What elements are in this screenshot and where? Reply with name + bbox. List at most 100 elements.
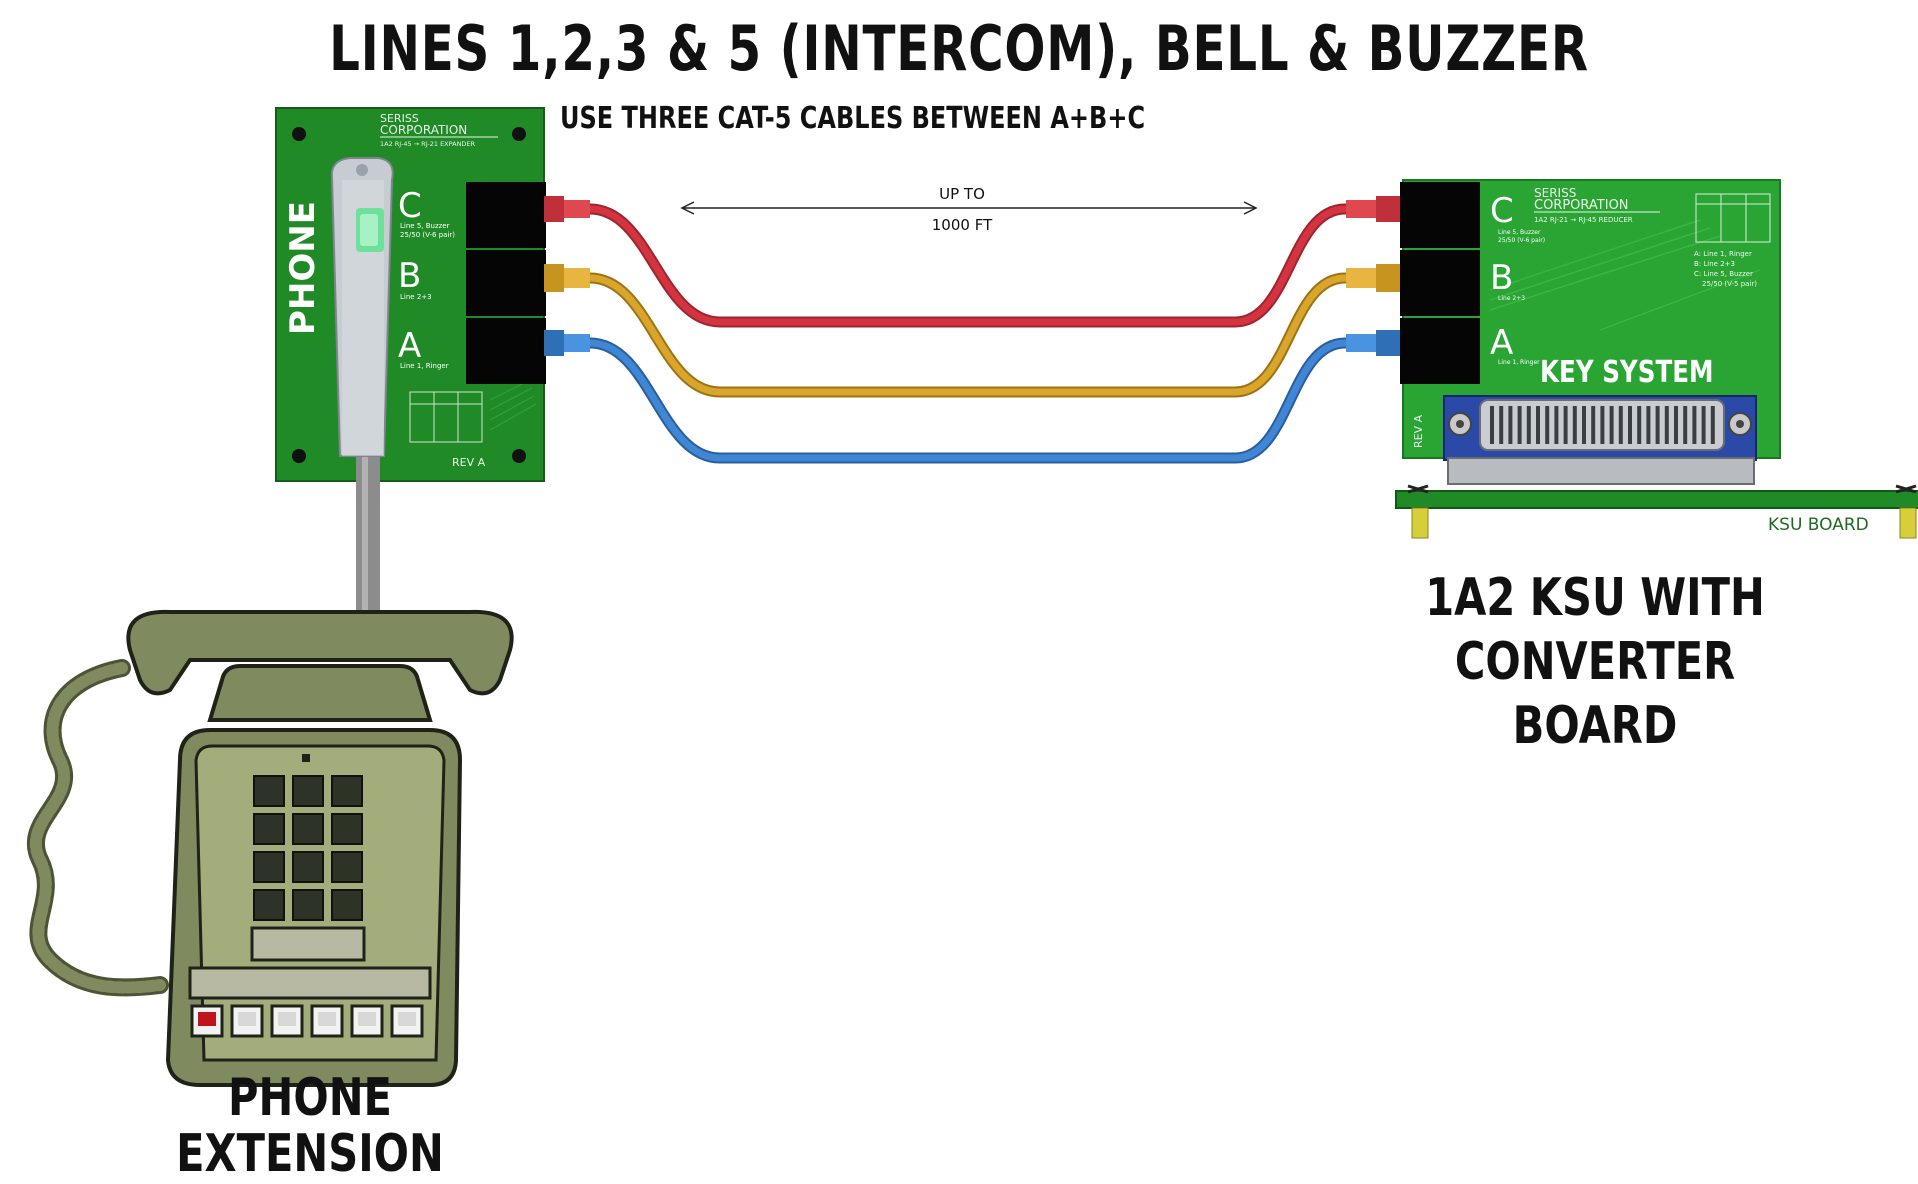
connector-pin <box>1517 406 1522 444</box>
phone-port-a-desc1: Line 1, Ringer <box>400 362 449 370</box>
keypad-key <box>292 775 324 807</box>
keypad-key <box>292 851 324 883</box>
connector-pin <box>1628 406 1632 444</box>
line-button-lamp <box>278 1012 296 1026</box>
plug-c-right <box>1346 196 1400 222</box>
keypad-key <box>331 851 363 883</box>
cable-b <box>584 272 1351 398</box>
ksu-base-label: KSU BOARD <box>1768 515 1869 535</box>
connector-pin <box>1664 406 1669 444</box>
diagram-subtitle: USE THREE CAT-5 CABLES BETWEEN A+B+C <box>560 101 1146 136</box>
connector-pin <box>1499 406 1504 444</box>
ksu-board-jacks <box>1400 182 1480 384</box>
distance-arrow <box>680 201 1258 215</box>
ksu-board-maker1: SERISS <box>1534 186 1576 200</box>
plug-b-right <box>1346 264 1400 292</box>
rj21-plug <box>330 157 394 618</box>
ksu-port-b-letter: B <box>1490 258 1513 298</box>
phone-board-maker2: CORPORATION <box>380 123 467 137</box>
plug-a-left <box>544 330 590 356</box>
connector-pin <box>1591 406 1596 444</box>
rj21-connector <box>1443 395 1757 485</box>
connector-pin <box>1683 406 1688 444</box>
ksu-port-c-letter: C <box>1490 191 1514 231</box>
ksu-board-part: 1A2 RJ-21 → RJ-45 REDUCER <box>1534 216 1633 224</box>
phone-board: SERISS CORPORATION 1A2 RJ-45 → RJ-21 EXP… <box>275 107 590 482</box>
phone-port-c-desc2: 25/50 (V-6 pair) <box>400 231 455 239</box>
connector-pin <box>1536 406 1540 444</box>
connector-pin <box>1554 406 1559 444</box>
line-button-lamp <box>398 1012 416 1026</box>
connector-pin <box>1490 406 1494 444</box>
wiring-diagram: UP TO 1000 FT SERISS CORPORATION 1A2 RJ-… <box>26 107 1918 1087</box>
connector-pin <box>1508 406 1513 444</box>
ksu-port-c-desc1: Line 5, Buzzer <box>1498 229 1541 236</box>
line-button-lamp <box>358 1012 376 1026</box>
connector-pin <box>1618 406 1623 444</box>
ksu-legend-2: C: Line 5, Buzzer <box>1694 270 1753 278</box>
keypad-key <box>331 813 363 845</box>
connector-pin <box>1637 406 1642 444</box>
ksu-board-rev: REV A <box>1412 414 1425 448</box>
ksu-caption-line1: 1A2 KSU WITH <box>1425 568 1765 628</box>
phone-keypad <box>253 775 363 921</box>
cable-a <box>584 337 1351 464</box>
phone-board-part: 1A2 RJ-45 → RJ-21 EXPANDER <box>380 140 476 148</box>
phone-board-jacks <box>466 182 546 384</box>
connector-pin <box>1701 406 1706 444</box>
phone-board-maker1: SERISS <box>380 112 419 125</box>
phone-board-rev: REV A <box>452 456 486 469</box>
distance-label-ft: 1000 FT <box>932 216 993 234</box>
keypad-key <box>292 813 324 845</box>
connector-pin <box>1545 406 1550 444</box>
keypad-key <box>253 889 285 921</box>
phone-port-c-desc1: Line 5, Buzzer <box>400 222 450 230</box>
connector-pin <box>1526 406 1531 444</box>
ksu-legend-0: A: Line 1, Ringer <box>1694 250 1752 258</box>
phone-port-a-letter: A <box>398 326 421 366</box>
connector-pin <box>1609 406 1614 444</box>
phone-caption: PHONE EXTENSION <box>176 1068 444 1184</box>
keypad-key <box>253 775 285 807</box>
connector-pin <box>1710 406 1715 444</box>
line-button-lamp <box>198 1012 216 1026</box>
connector-pin <box>1655 406 1660 444</box>
connector-pin <box>1572 406 1577 444</box>
ksu-port-b-desc1: Line 2+3 <box>1498 295 1525 302</box>
connector-pin <box>1692 406 1697 444</box>
keypad-key <box>331 889 363 921</box>
plug-b-left <box>544 264 590 292</box>
connector-pin <box>1582 406 1586 444</box>
distance-label-upto: UP TO <box>939 185 985 203</box>
phone-port-c-letter: C <box>398 186 422 226</box>
ksu-caption-line2: CONVERTER BOARD <box>1454 632 1736 756</box>
line-button <box>310 1004 344 1038</box>
cable-c <box>584 203 1351 328</box>
connector-pin <box>1563 406 1568 444</box>
keypad-key <box>253 813 285 845</box>
ksu-board-label: KEY SYSTEM <box>1540 356 1713 390</box>
connector-pin <box>1646 406 1651 444</box>
phone-board-side-label: PHONE <box>283 201 323 335</box>
diagram-title: LINES 1,2,3 & 5 (INTERCOM), BELL & BUZZE… <box>329 12 1589 85</box>
phone-line-buttons <box>190 1004 424 1038</box>
phone-port-b-letter: B <box>398 256 421 296</box>
ksu-legend-3: 25/50 (V-5 pair) <box>1702 280 1757 288</box>
plug-a-right <box>1346 330 1400 356</box>
phone-display <box>188 926 432 1000</box>
ksu-board: KSU BOARD C Line 5, Buzzer 2 <box>1346 179 1918 539</box>
connector-pin <box>1674 406 1678 444</box>
plug-c-left <box>544 196 590 222</box>
ksu-port-a-desc1: Line 1, Ringer <box>1498 359 1540 366</box>
line-button-lamp <box>238 1012 256 1026</box>
line-button-lamp <box>318 1012 336 1026</box>
ksu-port-a-letter: A <box>1490 323 1513 363</box>
keypad-key <box>331 775 363 807</box>
ksu-port-c-desc2: 25/50 (V-6 pair) <box>1498 237 1545 244</box>
phone-port-b-desc1: Line 2+3 <box>400 293 432 301</box>
ksu-legend-1: B: Line 2+3 <box>1694 260 1735 268</box>
connector-pin <box>1600 406 1605 444</box>
keypad-key <box>292 889 324 921</box>
ksu-board-maker2: CORPORATION <box>1534 198 1629 213</box>
ksu-caption: 1A2 KSU WITH CONVERTER BOARD <box>1387 566 1803 758</box>
